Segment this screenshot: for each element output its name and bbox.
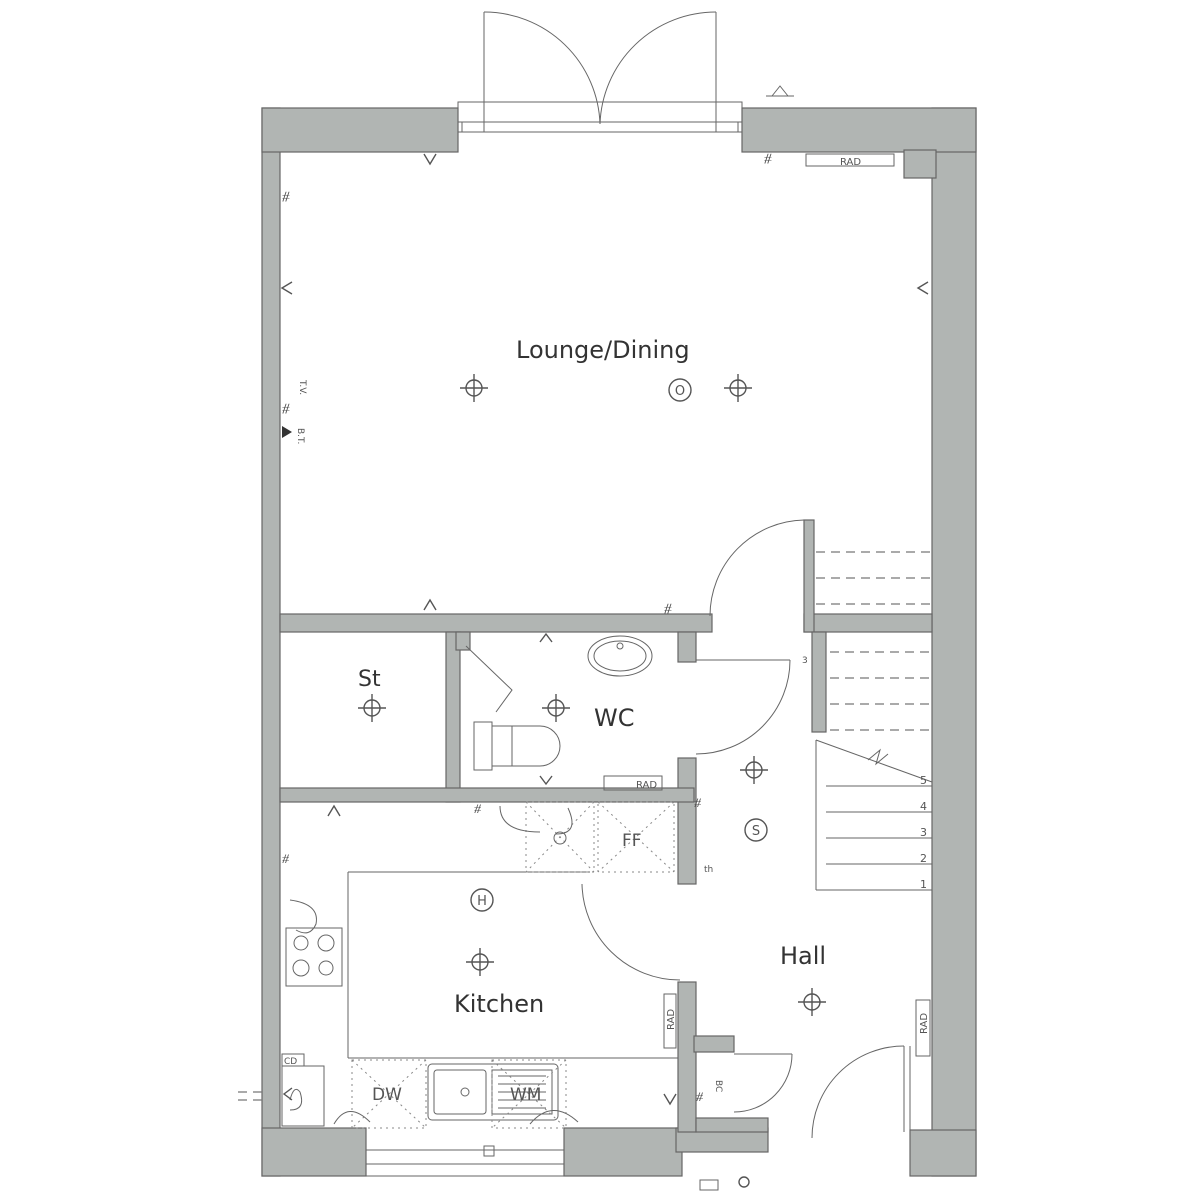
cooker-hood-label: CD [284,1057,297,1067]
kitchen-window [365,1145,565,1177]
bt-point-label: B.T. [295,428,305,444]
staircase: 5 4 3 2 1 [815,551,933,891]
stair-step-3: 3 [920,826,927,839]
room-label-kitchen: Kitchen [454,990,544,1018]
stair-step-4: 4 [920,800,927,813]
fridge-freezer-label: FF [622,831,642,851]
socket-icon: ⧣ [282,400,290,416]
socket-icon: ⧣ [764,150,772,166]
light-point-icon [724,374,752,402]
stair-step-1: 1 [920,878,927,891]
outer-walls [261,107,977,1177]
svg-text:H: H [477,894,487,909]
alarms: O S H [470,378,768,912]
switch-3-label: 3 [802,656,808,666]
room-label-lounge: Lounge/Dining [516,336,690,364]
hall-radiator-label: RAD [919,1013,930,1034]
smoke-alarm-icon: S [744,818,768,842]
kitchen-units: FF DW WM CD [238,801,678,1129]
thermostat-label: th [704,865,713,875]
patio-doors [457,11,743,133]
room-label-wc: WC [594,704,635,732]
light-point-icon [466,948,494,976]
lounge-radiator-label: RAD [840,157,861,168]
light-point-icon [460,374,488,402]
stair-step-5: 5 [920,774,927,787]
light-point-icon [798,988,826,1016]
internal-doors [465,519,911,1139]
room-label-store: St [358,667,381,692]
light-points [358,374,826,1016]
electrical-points: ⧣ ⧣ ⧣ ⧣ ⧣ ⧣ ⧣ ⧣ T.V. B.T. 3 th BC [280,85,929,1191]
washing-machine-label: WM [510,1085,541,1105]
light-point-icon [740,756,768,784]
wall-fitting-icon: O [668,378,692,402]
socket-icon: ⧣ [474,801,481,816]
room-label-hall: Hall [780,942,826,970]
socket-icon: ⧣ [696,1089,703,1104]
boiler-label: BC [713,1080,723,1092]
kitchen-radiator-label: RAD [666,1009,677,1030]
socket-icon: ⧣ [664,600,672,616]
socket-icon: ⧣ [282,851,289,866]
stair-step-2: 2 [920,852,927,865]
socket-icon: ⧣ [282,188,290,204]
svg-text:O: O [675,384,685,399]
light-point-icon [542,694,570,722]
dishwasher-label: DW [372,1085,402,1105]
interior-walls [279,519,933,1133]
wc-radiator-label: RAD [636,780,657,791]
socket-icon: ⧣ [694,795,701,810]
radiators: RAD RAD RAD [663,153,931,1057]
svg-text:S: S [752,824,760,839]
room-labels: Lounge/Dining St WC Kitchen Hall [358,336,826,1018]
wc-fixtures: RAD [473,635,663,791]
light-point-icon [358,694,386,722]
heat-alarm-icon: H [470,888,494,912]
tv-point-label: T.V. [297,379,307,395]
bt-point-icon [282,426,292,438]
